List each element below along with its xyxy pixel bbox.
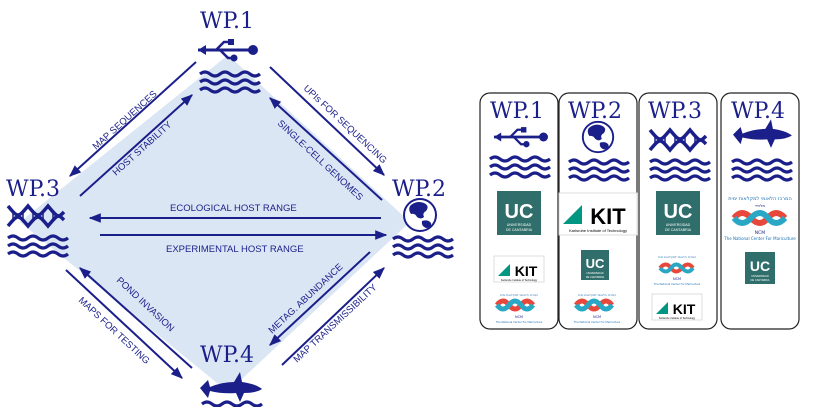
node-label-wp3: WP.3 xyxy=(6,177,60,202)
edge-single-cell-genomes xyxy=(269,97,383,201)
uc-logo: UC UNIVERSIDAD DE CANTABRIA xyxy=(581,250,609,280)
svg-text:The National Center For Maricu: The National Center For Mariculture xyxy=(496,320,543,324)
svg-text:NCM: NCM xyxy=(515,315,523,319)
svg-text:מלחייי: מלחייי xyxy=(755,203,766,208)
waves-icon xyxy=(198,70,262,94)
edge-map-transmissibility xyxy=(281,267,385,366)
globe-icon xyxy=(403,198,437,232)
svg-text:UC: UC xyxy=(586,256,605,271)
svg-text:UNIVERSIDAD: UNIVERSIDAD xyxy=(751,274,769,278)
uc-logo: UC UNIVERSIDAD DE CANTABRIA xyxy=(497,191,541,235)
node-wp4[interactable]: WP.4 xyxy=(200,343,263,407)
svg-text:UNIVERSIDAD: UNIVERSIDAD xyxy=(507,223,532,227)
partners-panel: WP.1 WP.2 WP.3 WP.4 UC UNIVERSIDAD DE CA… xyxy=(479,92,800,330)
edge-label: EXPERIMENTAL HOST RANGE xyxy=(166,244,304,255)
svg-text:UNIVERSIDAD: UNIVERSIDAD xyxy=(586,272,603,275)
svg-text:KIT: KIT xyxy=(515,263,538,279)
svg-text:DE CANTABRIA: DE CANTABRIA xyxy=(586,276,605,279)
uc-logo: UC UNIVERSIDAD DE CANTABRIA xyxy=(656,191,700,235)
node-wp2[interactable]: WP.2 xyxy=(391,177,455,259)
svg-text:Karlsruhe Institute of Technol: Karlsruhe Institute of Technology xyxy=(569,228,627,233)
ncm-logo: המרכז הלאומי למקלאות ימית NCM The Nation… xyxy=(495,293,543,324)
edge-upis-for-sequencing xyxy=(269,66,385,176)
waves-icon xyxy=(6,234,70,258)
usb-icon xyxy=(196,37,260,63)
svg-text:UC: UC xyxy=(664,201,693,223)
node-wp3[interactable]: WP.3 xyxy=(6,177,70,258)
node-label-wp1: WP.1 xyxy=(200,9,254,34)
ncm-logo: המרכז הלאומי למקלאות ימית NCM The Nation… xyxy=(654,255,701,286)
svg-text:Karlsruhe Institute of Technol: Karlsruhe Institute of Technology xyxy=(659,317,696,320)
svg-text:המרכז הלאומי למקלאות ימית: המרכז הלאומי למקלאות ימית xyxy=(728,196,792,202)
svg-text:The National Center For Maricu: The National Center For Mariculture xyxy=(723,236,796,241)
waves-icon xyxy=(567,158,631,182)
svg-text:DE CANTABRIA: DE CANTABRIA xyxy=(665,228,692,232)
edge-map-sequences xyxy=(69,61,197,177)
node-wp1[interactable]: WP.1 xyxy=(196,9,262,94)
waves-icon xyxy=(488,155,552,179)
globe-icon xyxy=(581,120,615,154)
column-title: WP.3 xyxy=(648,99,702,124)
node-label-wp2: WP.2 xyxy=(392,177,446,202)
svg-text:KIT: KIT xyxy=(590,204,626,229)
kit-logo: KIT Karlsruhe Institute of Technology xyxy=(651,293,703,321)
svg-text:The National Center For Maricu: The National Center For Mariculture xyxy=(574,320,621,324)
svg-text:DE CANTABRIA: DE CANTABRIA xyxy=(751,278,770,282)
edge-label: ECOLOGICAL HOST RANGE xyxy=(170,203,297,214)
svg-text:The National Center For Maricu: The National Center For Mariculture xyxy=(654,282,701,286)
svg-text:DE CANTABRIA: DE CANTABRIA xyxy=(506,228,533,232)
svg-text:המרכז הלאומי למקלאות ימית: המרכז הלאומי למקלאות ימית xyxy=(658,255,696,259)
svg-text:NCM: NCM xyxy=(755,230,766,236)
svg-text:KIT: KIT xyxy=(673,301,696,317)
waves-icon xyxy=(648,158,712,182)
diamond-background xyxy=(20,55,410,392)
edge-maps-for-testing xyxy=(65,269,183,379)
waves-icon xyxy=(201,400,263,407)
svg-text:NCM: NCM xyxy=(593,315,601,319)
kit-logo: KIT Karlsruhe Institute of Technology xyxy=(493,255,545,283)
svg-text:UC: UC xyxy=(750,258,770,274)
svg-text:המרכז הלאומי למקלאות ימית: המרכז הלאומי למקלאות ימית xyxy=(500,293,538,297)
svg-text:Karlsruhe Institute of Technol: Karlsruhe Institute of Technology xyxy=(501,279,538,282)
svg-text:NCM: NCM xyxy=(673,277,681,281)
kit-logo: KIT Karlsruhe Institute of Technology xyxy=(558,192,638,236)
node-label-wp4: WP.4 xyxy=(200,343,254,368)
svg-text:UNIVERSIDAD: UNIVERSIDAD xyxy=(666,223,691,227)
edge-host-stability xyxy=(79,94,193,197)
svg-text:המרכז הלאומי למקלאות ימית: המרכז הלאומי למקלאות ימית xyxy=(578,293,616,297)
ncm-logo: המרכז הלאומי למקלאות ימית NCM The Nation… xyxy=(574,293,621,324)
column-title: WP.1 xyxy=(490,99,544,124)
column-title: WP.2 xyxy=(568,99,622,124)
uc-logo: UC UNIVERSIDAD DE CANTABRIA xyxy=(745,252,775,284)
svg-text:UC: UC xyxy=(505,201,534,223)
ncm-logo: המרכז הלאומי למקלאות ימית מלחייי NCM The… xyxy=(723,196,796,241)
waves-icon xyxy=(730,158,794,182)
edge-metag-abundance xyxy=(269,251,371,346)
edge-pond-invasion xyxy=(79,267,193,369)
column-title: WP.4 xyxy=(731,99,785,124)
waves-icon xyxy=(391,235,455,259)
